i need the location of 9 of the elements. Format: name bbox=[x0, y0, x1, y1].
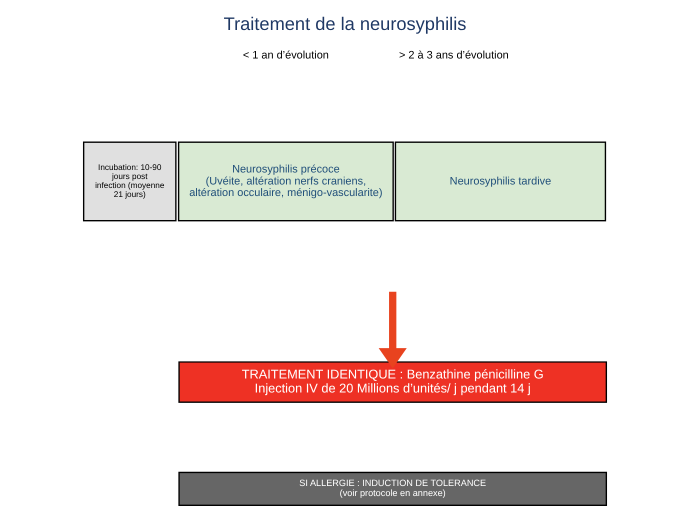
node-box: Neurosyphilis tardive bbox=[394, 142, 606, 222]
node-box: Neurosyphilis précoce (Uvéite, altération nerfs craniens, altération occulaire, ménigo-vascularite) bbox=[177, 142, 394, 222]
diagram-title: Traitement de la neurosyphilis bbox=[223, 12, 466, 34]
node-box: SI ALLERGIE : INDUCTION DE TOLERANCE (voir protocole en annexe) bbox=[178, 472, 607, 506]
node-box: TRAITEMENT IDENTIQUE : Benzathine pénicilline G Injection IV de 20 Millions d’unités/ j pendant 14 j bbox=[178, 361, 607, 403]
node-box: Incubation: 10-90 jours post infection (moyenne 21 jours) bbox=[82, 142, 176, 222]
label: < 1 an d’évolution bbox=[242, 49, 328, 62]
label: > 2 à 3 ans d’évolution bbox=[398, 49, 508, 62]
arrow bbox=[378, 292, 406, 368]
